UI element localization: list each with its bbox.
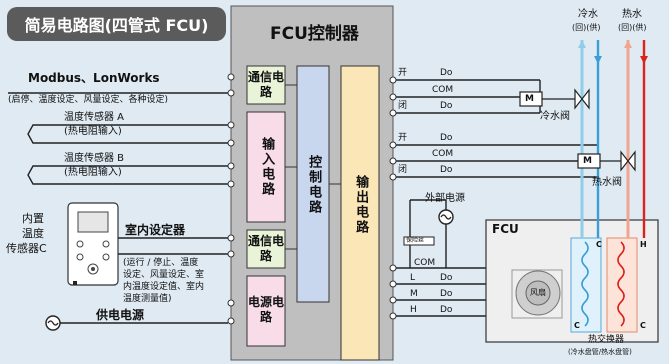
hot-water-return-supply: (回)(供) <box>618 23 647 32</box>
comm-box-2 <box>246 229 286 269</box>
hot-coil-top-label: H <box>640 240 647 249</box>
cold-coil-top-label: C <box>596 240 602 249</box>
fuse-label: 保险丝 <box>406 237 425 244</box>
room-setter-desc-3: 内温度设定值、室内 <box>123 282 205 292</box>
cold-valve-label: 冷水阀 <box>540 111 570 122</box>
signal-com-1: COM <box>432 85 454 95</box>
sensor-b-label: 温度传感器 B <box>64 153 125 164</box>
sensor-a-label: 温度传感器 A <box>64 112 125 123</box>
signal-close-1: 闭 <box>398 101 408 111</box>
diagram-title: 简易电路图(四管式 FCU) <box>7 7 226 41</box>
signal-do-1: Do <box>440 68 453 78</box>
hot-valve-label: 热水阀 <box>592 177 622 188</box>
input-circuit: 输入电路 <box>259 137 275 197</box>
input-box <box>246 111 286 223</box>
cold-water-label: 冷水 <box>578 9 598 20</box>
output-box <box>340 65 380 361</box>
fcu-label: FCU <box>492 222 519 236</box>
external-power-label: 外部电源 <box>425 193 465 204</box>
power-box <box>246 275 286 347</box>
builtin-sensor-line2: 温度 <box>22 227 44 240</box>
sensor-b-input: (热电阻输入) <box>64 167 122 178</box>
power-circuit: 电源电路 <box>247 295 284 324</box>
signal-do-2: Do <box>440 101 453 111</box>
hot-water-label: 热水 <box>622 9 642 20</box>
signal-open-1: 开 <box>398 68 408 78</box>
controller-title: FCU控制器 <box>270 24 359 44</box>
signal-do-h: Do <box>440 305 453 315</box>
modbus-label: Modbus、LonWorks <box>28 71 160 85</box>
comm-circuit-1: 通信电路 <box>247 70 284 99</box>
signal-l: L <box>410 273 416 283</box>
heat-exchanger-label: 热交换器 <box>588 335 625 345</box>
cold-valve-motor: M <box>525 94 534 104</box>
output-circuit: 输出电路 <box>353 175 369 235</box>
signal-close-2: 闭 <box>398 165 408 175</box>
comm-circuit-2: 通信电路 <box>247 234 284 263</box>
signal-m: M <box>410 289 418 299</box>
signal-do-4: Do <box>440 165 453 175</box>
signal-do-m: Do <box>440 289 453 299</box>
cold-water-return-supply: (回)(供) <box>572 23 601 32</box>
signal-do-3: Do <box>440 133 453 143</box>
heat-exchanger-desc: (冷水盘管/热水盘管) <box>568 348 632 356</box>
power-supply-label: 供电电源 <box>96 308 145 322</box>
cold-coil-bottom-label: C <box>574 321 580 330</box>
room-setter-desc-4: 温度测量值) <box>123 294 172 304</box>
builtin-sensor-line1: 内置 <box>22 212 44 225</box>
modbus-description: (启停、温度设定、风量设定、各种设定) <box>8 95 169 105</box>
signal-do-l: Do <box>440 273 453 283</box>
signal-h: H <box>410 305 417 315</box>
control-circuit: 控制电路 <box>306 155 322 215</box>
room-setter-desc-1: (运行 / 停止、温度 <box>123 258 199 268</box>
fan-label: 风扇 <box>530 288 546 297</box>
builtin-sensor-line3: 传感器C <box>6 242 47 255</box>
hot-valve-motor: M <box>583 156 592 166</box>
signal-com-2: COM <box>432 149 454 159</box>
signal-open-2: 开 <box>398 133 408 143</box>
hot-coil-bottom-label: C <box>640 321 646 330</box>
signal-com-3: COM <box>414 258 436 268</box>
sensor-a-input: (热电阻输入) <box>64 126 122 137</box>
comm-box-1 <box>246 65 286 105</box>
room-setter-label: 室内设定器 <box>125 223 186 237</box>
room-setter-desc-2: 设定、风量设定、室 <box>123 270 205 280</box>
